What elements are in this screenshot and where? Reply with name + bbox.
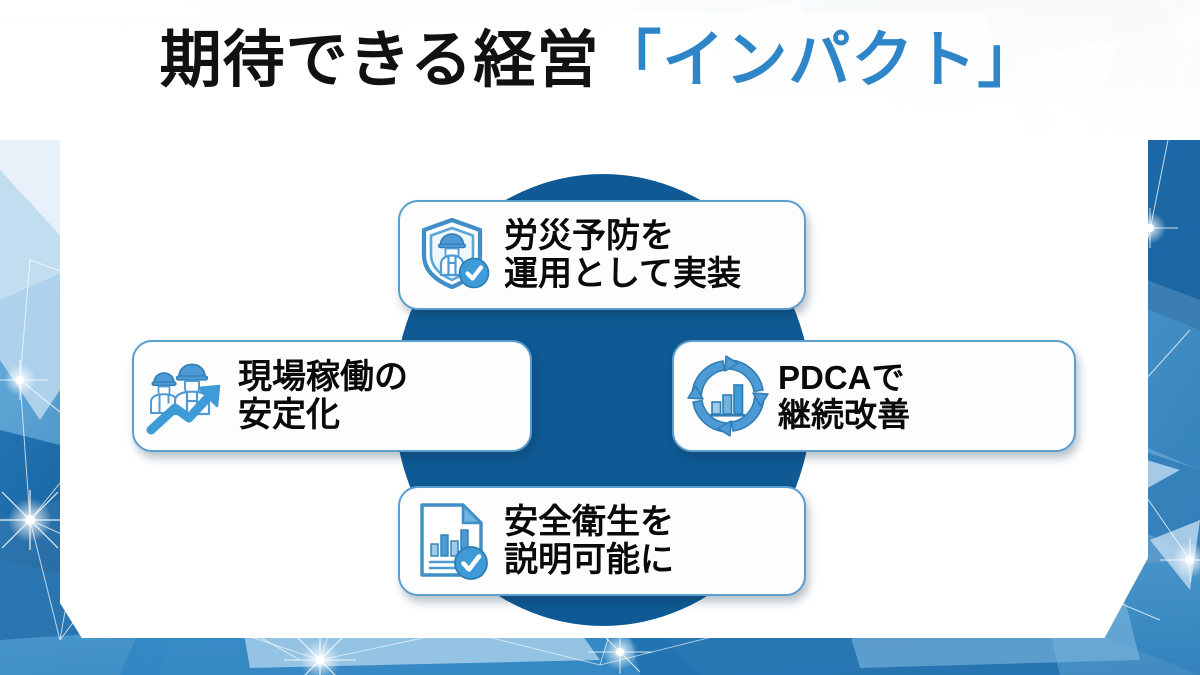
impact-card-bottom-text: 安全衛生を 説明可能に — [500, 503, 794, 580]
impact-card-top-line1: 労災予防を — [504, 216, 674, 255]
impact-card-top-text: 労災予防を 運用として実装 — [500, 217, 794, 294]
page-title-main: 期待できる経営 — [159, 26, 600, 95]
page-title-accent: 「インパクト」 — [599, 26, 1041, 95]
impact-card-bottom[interactable]: 安全衛生を 説明可能に — [398, 486, 806, 596]
impact-card-top-line2: 運用として実装 — [504, 255, 741, 293]
impact-card-bottom-line2: 説明可能に — [504, 541, 674, 579]
impact-card-left[interactable]: 現場稼働の 安定化 — [132, 340, 532, 452]
impact-card-right-text: PDCAで 継続改善 — [774, 359, 1064, 434]
document-chart-check-icon — [408, 495, 500, 587]
impact-card-left-line1: 現場稼働の — [238, 357, 408, 396]
impact-card-right[interactable]: PDCAで 継続改善 — [672, 340, 1076, 452]
impact-card-bottom-line1: 安全衛生を — [504, 502, 674, 541]
page-title: 期待できる経営「インパクト」 — [0, 28, 1200, 93]
shield-worker-check-icon — [408, 209, 500, 301]
impact-card-top[interactable]: 労災予防を 運用として実装 — [398, 200, 806, 310]
impact-card-right-line2: 継続改善 — [778, 396, 910, 433]
pdca-cycle-chart-icon — [682, 350, 774, 442]
title-backdrop — [0, 0, 1200, 140]
impact-card-right-line1: PDCAで — [778, 358, 905, 396]
impact-card-left-text: 現場稼働の 安定化 — [234, 358, 520, 435]
impact-card-left-line2: 安定化 — [238, 396, 340, 434]
workers-growth-arrow-icon — [142, 350, 234, 442]
